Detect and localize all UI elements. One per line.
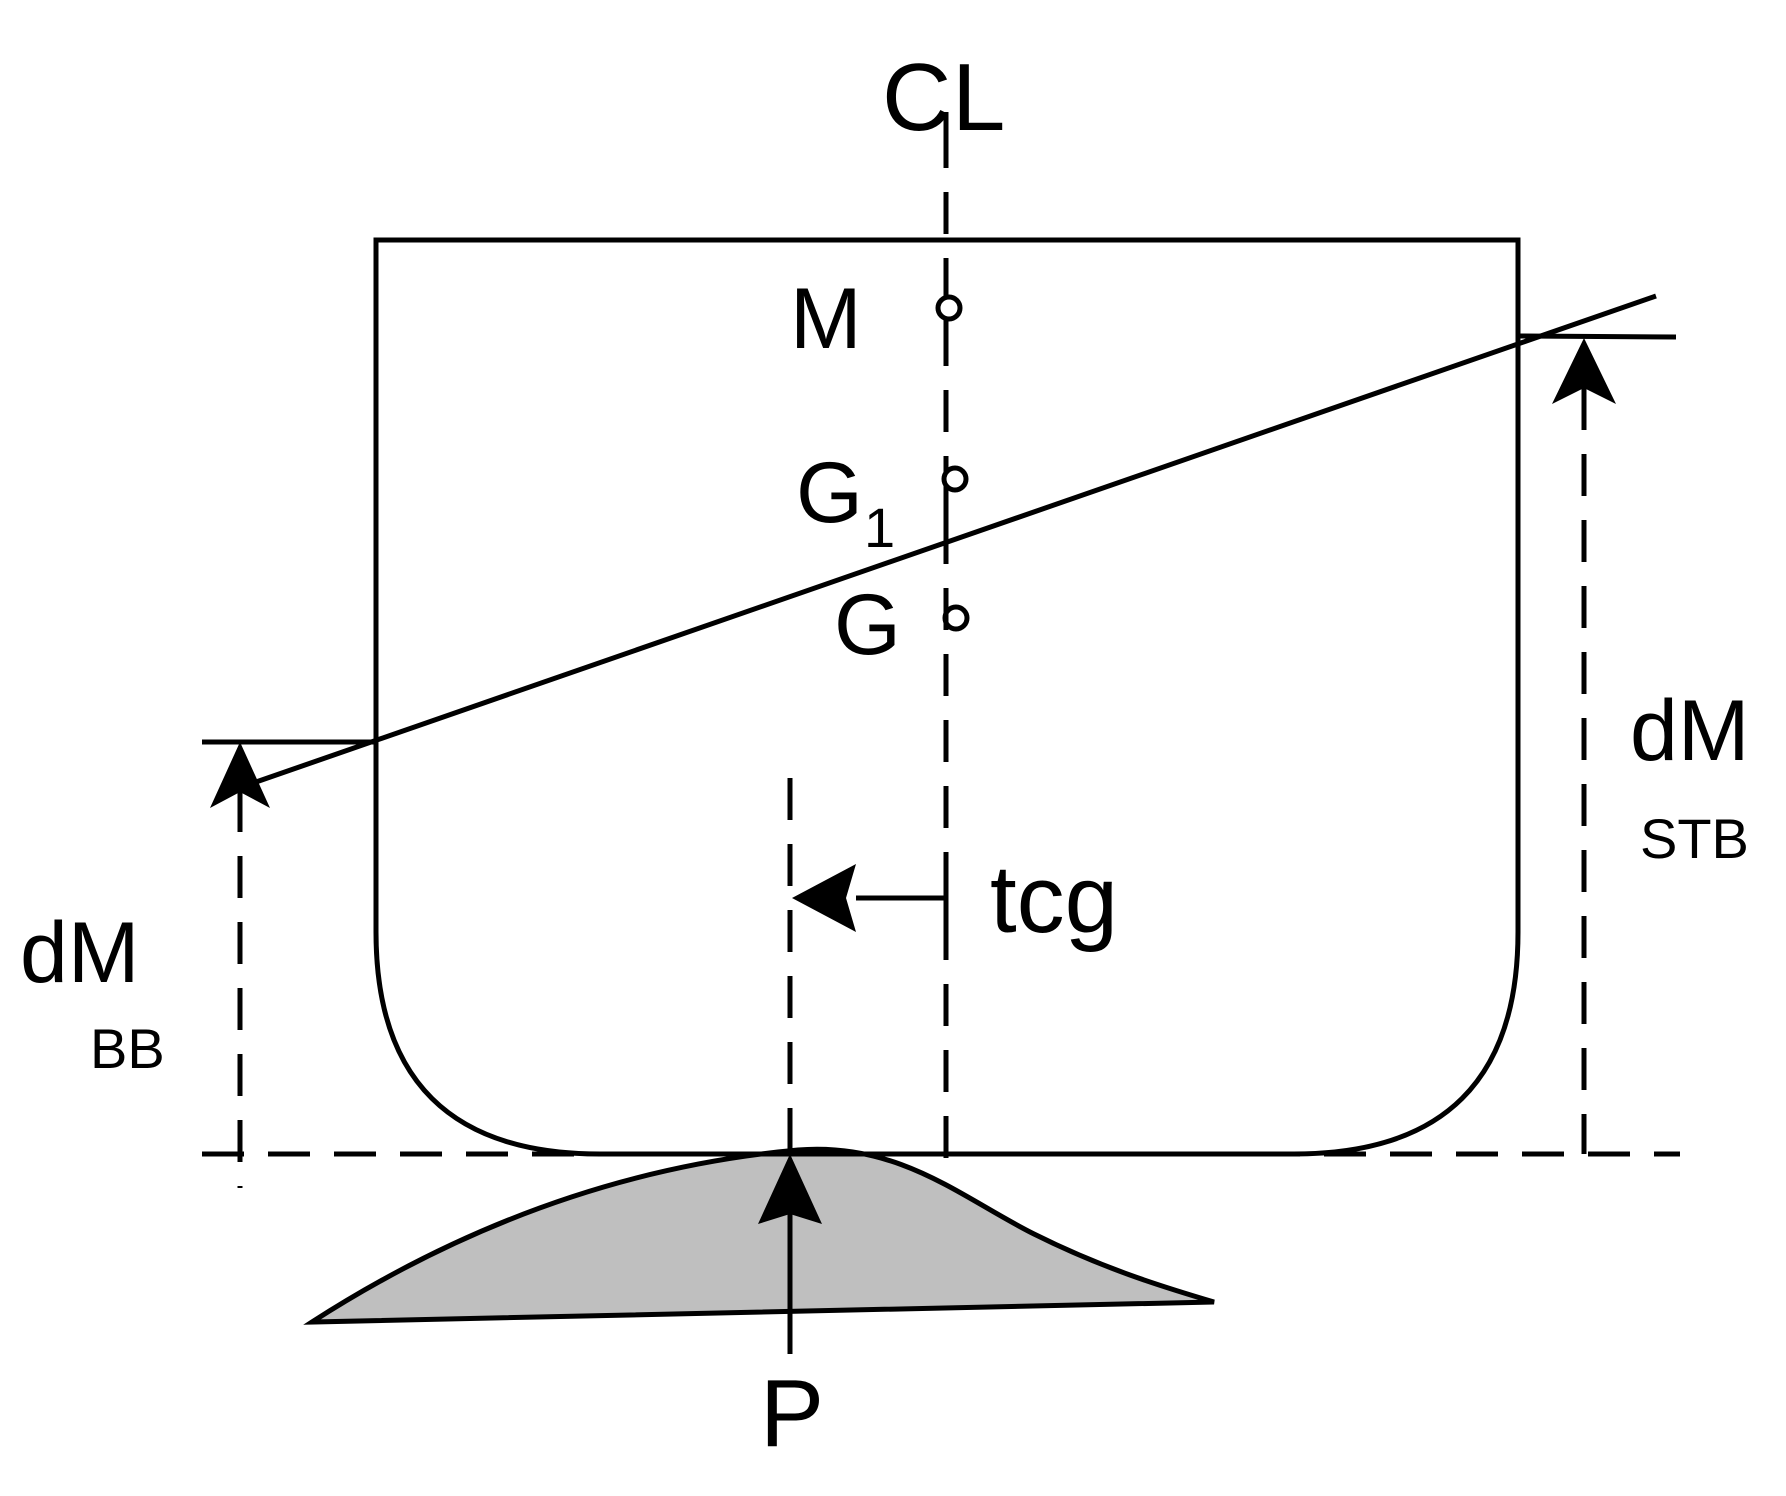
centerline-label-l: L: [952, 44, 1005, 151]
g1-point: [941, 465, 969, 493]
g-label: G: [834, 577, 901, 673]
centerline-label-c: C: [882, 44, 951, 151]
dm-stb-arrowhead: [1552, 338, 1616, 404]
tcg-label: tcg: [990, 846, 1118, 953]
g1-label: G: [796, 445, 863, 541]
dm-bb-label: dM: [20, 905, 139, 1001]
metacenter-label: M: [790, 271, 862, 367]
metacenter-point: [935, 294, 963, 322]
dm-bb-subscript: BB: [90, 1017, 165, 1080]
dm-bb-arrowhead: [210, 742, 270, 808]
waterline-end-tick-right: [1517, 333, 1677, 340]
heeled-waterline: [255, 293, 1657, 785]
p-label: P: [760, 1360, 824, 1467]
g1-subscript: 1: [864, 496, 895, 559]
dm-stb-subscript: STB: [1640, 807, 1749, 870]
dm-stb-label: dM: [1630, 683, 1749, 779]
p-force-arrowhead: [758, 1154, 822, 1224]
tcg-arrowhead: [792, 864, 856, 932]
